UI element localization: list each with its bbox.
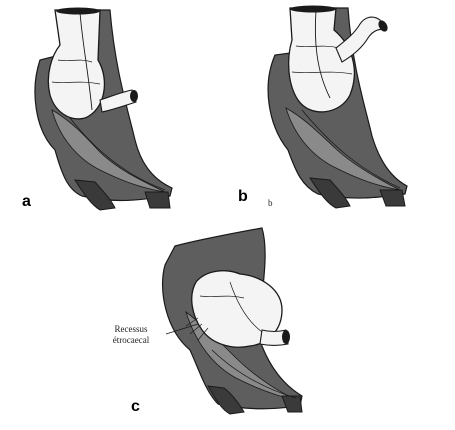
panel-b-opening [290, 5, 336, 13]
panel-b-haustra-2 [291, 71, 353, 75]
panel-c-lower-lobe-2 [281, 395, 303, 413]
panel-a-ileum [99, 89, 137, 113]
panel-a-lower-lobe-2 [144, 191, 171, 209]
panel-c-recess-fibers [185, 317, 209, 341]
panel-sublabel-b: b [268, 198, 273, 208]
panel-a-illustration [34, 7, 173, 211]
panel-label-c: c [131, 398, 140, 415]
panel-a-colon [47, 9, 106, 120]
panel-a-haustra-2 [51, 81, 101, 85]
recess-callout-line1: Recessus [114, 324, 148, 334]
panel-b-lower-lobe [309, 177, 351, 209]
panel-c-ileum [259, 329, 289, 347]
panel-a-ileum-opening [130, 90, 138, 102]
panel-a-fascia [69, 117, 166, 191]
panel-c-haustra-1 [199, 295, 245, 299]
panel-b-fascia [301, 109, 401, 189]
panel-label-a: a [22, 193, 31, 210]
panel-a-haustra-1 [57, 59, 93, 63]
recess-callout-text: Recessus étrocaecal [94, 324, 168, 346]
panel-a-lower-lobe [74, 179, 116, 211]
panel-b-ileum-opening [378, 20, 388, 32]
panel-c-lower-lobe [207, 385, 245, 415]
panel-a-opening [56, 7, 100, 15]
recess-callout-line [165, 323, 199, 335]
panel-a-taenia [79, 11, 93, 111]
panel-c-illustration [162, 227, 303, 415]
panel-b-taenia [314, 9, 331, 99]
recess-callout-line2: étrocaecal [112, 335, 150, 345]
panel-b-illustration [267, 5, 408, 209]
panel-label-b: b [238, 188, 248, 205]
panel-b-lower-lobe-2 [379, 189, 406, 207]
panel-c-haustra-2 [229, 281, 263, 333]
panel-c-fascia [211, 349, 297, 399]
panel-c-ileum-opening [282, 330, 290, 344]
